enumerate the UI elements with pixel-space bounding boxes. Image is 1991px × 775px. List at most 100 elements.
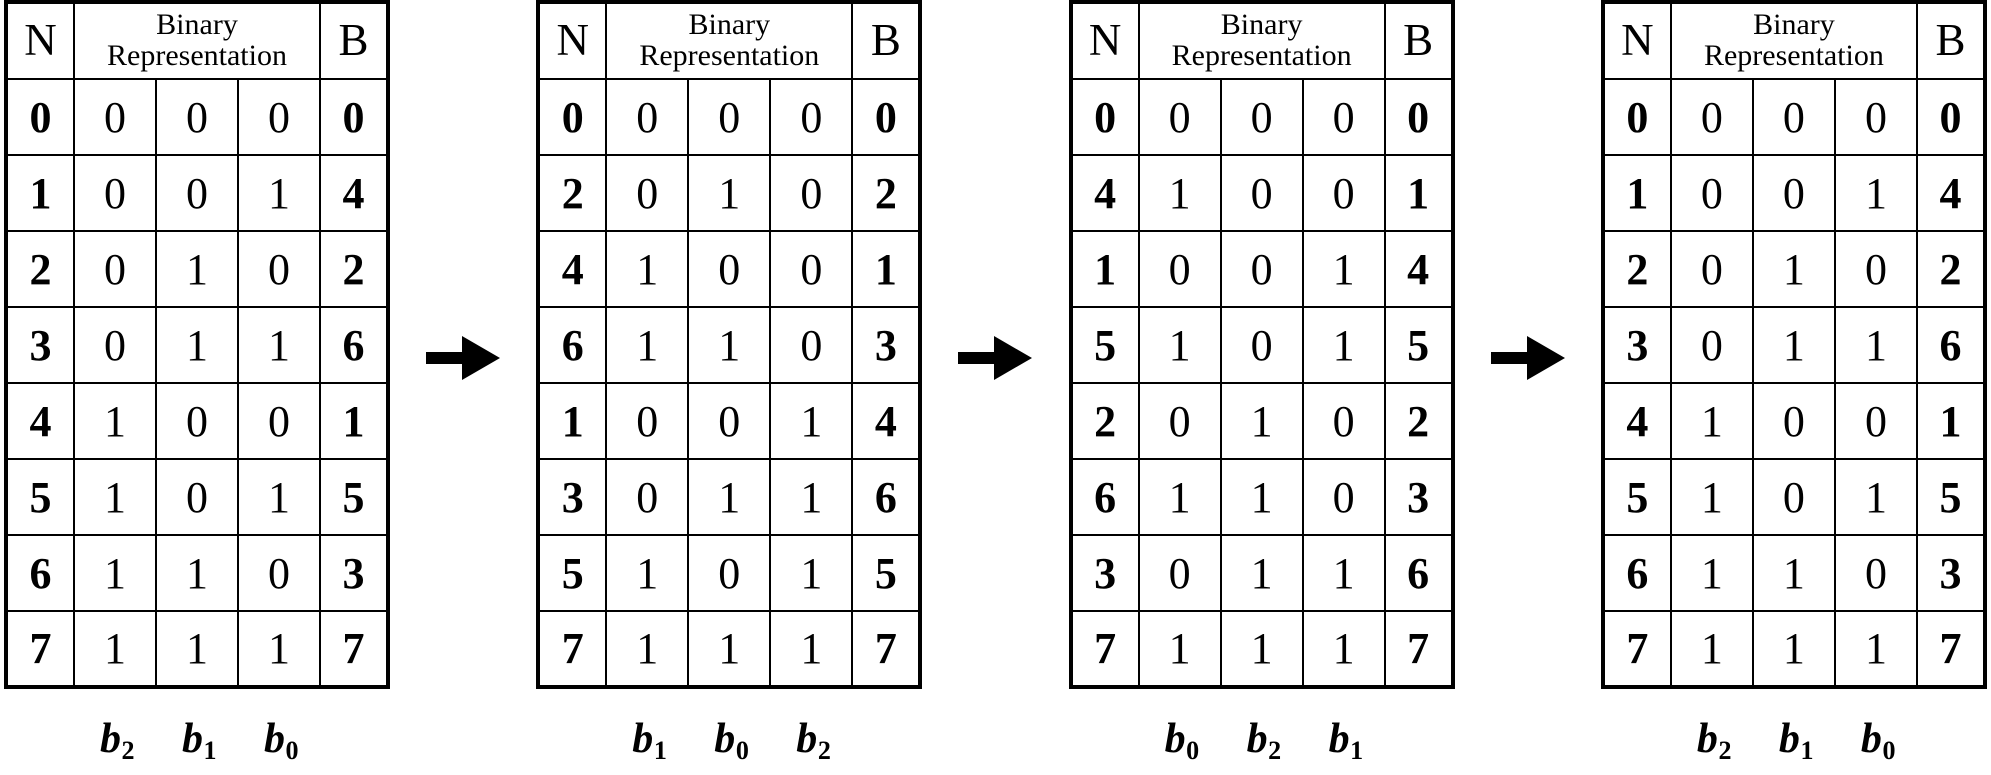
cell-bit-1: 1 bbox=[1219, 382, 1304, 460]
bit-label-base: b bbox=[1246, 716, 1268, 762]
cell-bit-1: 1 bbox=[687, 458, 772, 536]
cell-bit-0: 0 bbox=[1669, 78, 1754, 156]
cell-n: 2 bbox=[1069, 382, 1140, 460]
cell-n: 1 bbox=[4, 154, 75, 232]
bit-label-subscript: 1 bbox=[653, 736, 667, 766]
binary-header-line-2: Representation bbox=[639, 39, 820, 72]
cell-b: 6 bbox=[1915, 306, 1986, 384]
cell-bit-0: 1 bbox=[1669, 610, 1754, 688]
cell-n: 2 bbox=[4, 230, 75, 308]
cell-b: 5 bbox=[1915, 458, 1986, 536]
bit-label-2: b1 bbox=[1305, 715, 1387, 765]
cell-bit-2: 0 bbox=[1833, 230, 1918, 308]
cell-bit-0: 1 bbox=[1137, 458, 1222, 536]
cell-bit-2: 0 bbox=[1833, 382, 1918, 460]
cell-n: 1 bbox=[1069, 230, 1140, 308]
bit-label-1: b2 bbox=[1223, 715, 1305, 766]
cell-bit-2: 0 bbox=[236, 230, 322, 308]
cell-bit-2: 1 bbox=[769, 382, 854, 460]
arrow-shaft bbox=[426, 351, 471, 364]
cell-bit-2: 1 bbox=[769, 534, 854, 612]
cell-b: 6 bbox=[851, 458, 922, 536]
cell-b: 0 bbox=[319, 78, 390, 156]
cell-n: 5 bbox=[1069, 306, 1140, 384]
bit-label-1: b1 bbox=[158, 715, 240, 766]
cell-bit-0: 1 bbox=[72, 534, 157, 612]
cell-bit-2: 0 bbox=[769, 154, 854, 232]
cell-n: 7 bbox=[4, 610, 75, 688]
cell-bit-2: 0 bbox=[1301, 78, 1386, 156]
right-arrow-icon bbox=[426, 335, 501, 380]
cell-b: 3 bbox=[1915, 534, 1986, 612]
binary-header-line-1: Binary bbox=[688, 8, 771, 42]
cell-b: 7 bbox=[1383, 610, 1454, 688]
cell-bit-2: 0 bbox=[236, 78, 322, 156]
cell-bit-1: 0 bbox=[687, 382, 772, 460]
column-header-b: B bbox=[1915, 1, 1986, 80]
cell-bit-1: 1 bbox=[154, 306, 239, 384]
cell-n: 2 bbox=[1601, 230, 1672, 308]
cell-bit-1: 0 bbox=[1751, 154, 1836, 232]
cell-bit-0: 0 bbox=[1669, 230, 1754, 308]
cell-bit-1: 1 bbox=[1751, 610, 1836, 688]
cell-bit-0: 0 bbox=[1137, 382, 1222, 460]
cell-b: 3 bbox=[851, 306, 922, 384]
cell-bit-0: 1 bbox=[1669, 534, 1754, 612]
arrow-shaft bbox=[958, 351, 1003, 364]
cell-n: 6 bbox=[537, 306, 608, 384]
cell-bit-0: 1 bbox=[72, 610, 157, 688]
cell-bit-0: 1 bbox=[605, 610, 690, 688]
bit-label-2: b0 bbox=[1837, 715, 1919, 765]
column-header-b: B bbox=[319, 1, 390, 80]
cell-bit-1: 0 bbox=[154, 154, 239, 232]
cell-bit-0: 0 bbox=[605, 458, 690, 536]
cell-b: 1 bbox=[319, 382, 390, 460]
cell-bit-0: 0 bbox=[605, 154, 690, 232]
column-header-n: N bbox=[1601, 1, 1672, 80]
bit-label-2: b0 bbox=[240, 715, 322, 765]
bit-label-1: b1 bbox=[1755, 715, 1837, 765]
cell-bit-1: 0 bbox=[1751, 78, 1836, 156]
bit-label-subscript: 1 bbox=[203, 736, 217, 766]
cell-bit-0: 0 bbox=[1137, 230, 1222, 308]
cell-bit-0: 0 bbox=[1669, 306, 1754, 384]
arrow-head bbox=[462, 335, 501, 380]
bit-label-2: b2 bbox=[772, 715, 854, 765]
column-header-b: B bbox=[1383, 1, 1454, 80]
arrow-head bbox=[994, 335, 1033, 380]
cell-n: 3 bbox=[537, 458, 608, 536]
bit-label-base: b bbox=[1696, 716, 1718, 762]
cell-b: 7 bbox=[851, 610, 922, 688]
cell-bit-0: 0 bbox=[72, 78, 157, 156]
bit-label-subscript: 2 bbox=[1268, 736, 1282, 766]
cell-bit-1: 1 bbox=[154, 534, 239, 612]
cell-bit-1: 1 bbox=[154, 230, 239, 308]
cell-bit-2: 1 bbox=[1301, 610, 1386, 688]
cell-bit-0: 1 bbox=[1669, 458, 1754, 536]
cell-bit-2: 1 bbox=[769, 610, 854, 688]
cell-bit-2: 1 bbox=[236, 458, 322, 536]
cell-b: 2 bbox=[1383, 382, 1454, 460]
cell-bit-0: 1 bbox=[1137, 306, 1222, 384]
cell-b: 5 bbox=[319, 458, 390, 536]
cell-bit-0: 1 bbox=[605, 306, 690, 384]
cell-n: 0 bbox=[1601, 78, 1672, 156]
cell-b: 1 bbox=[851, 230, 922, 308]
